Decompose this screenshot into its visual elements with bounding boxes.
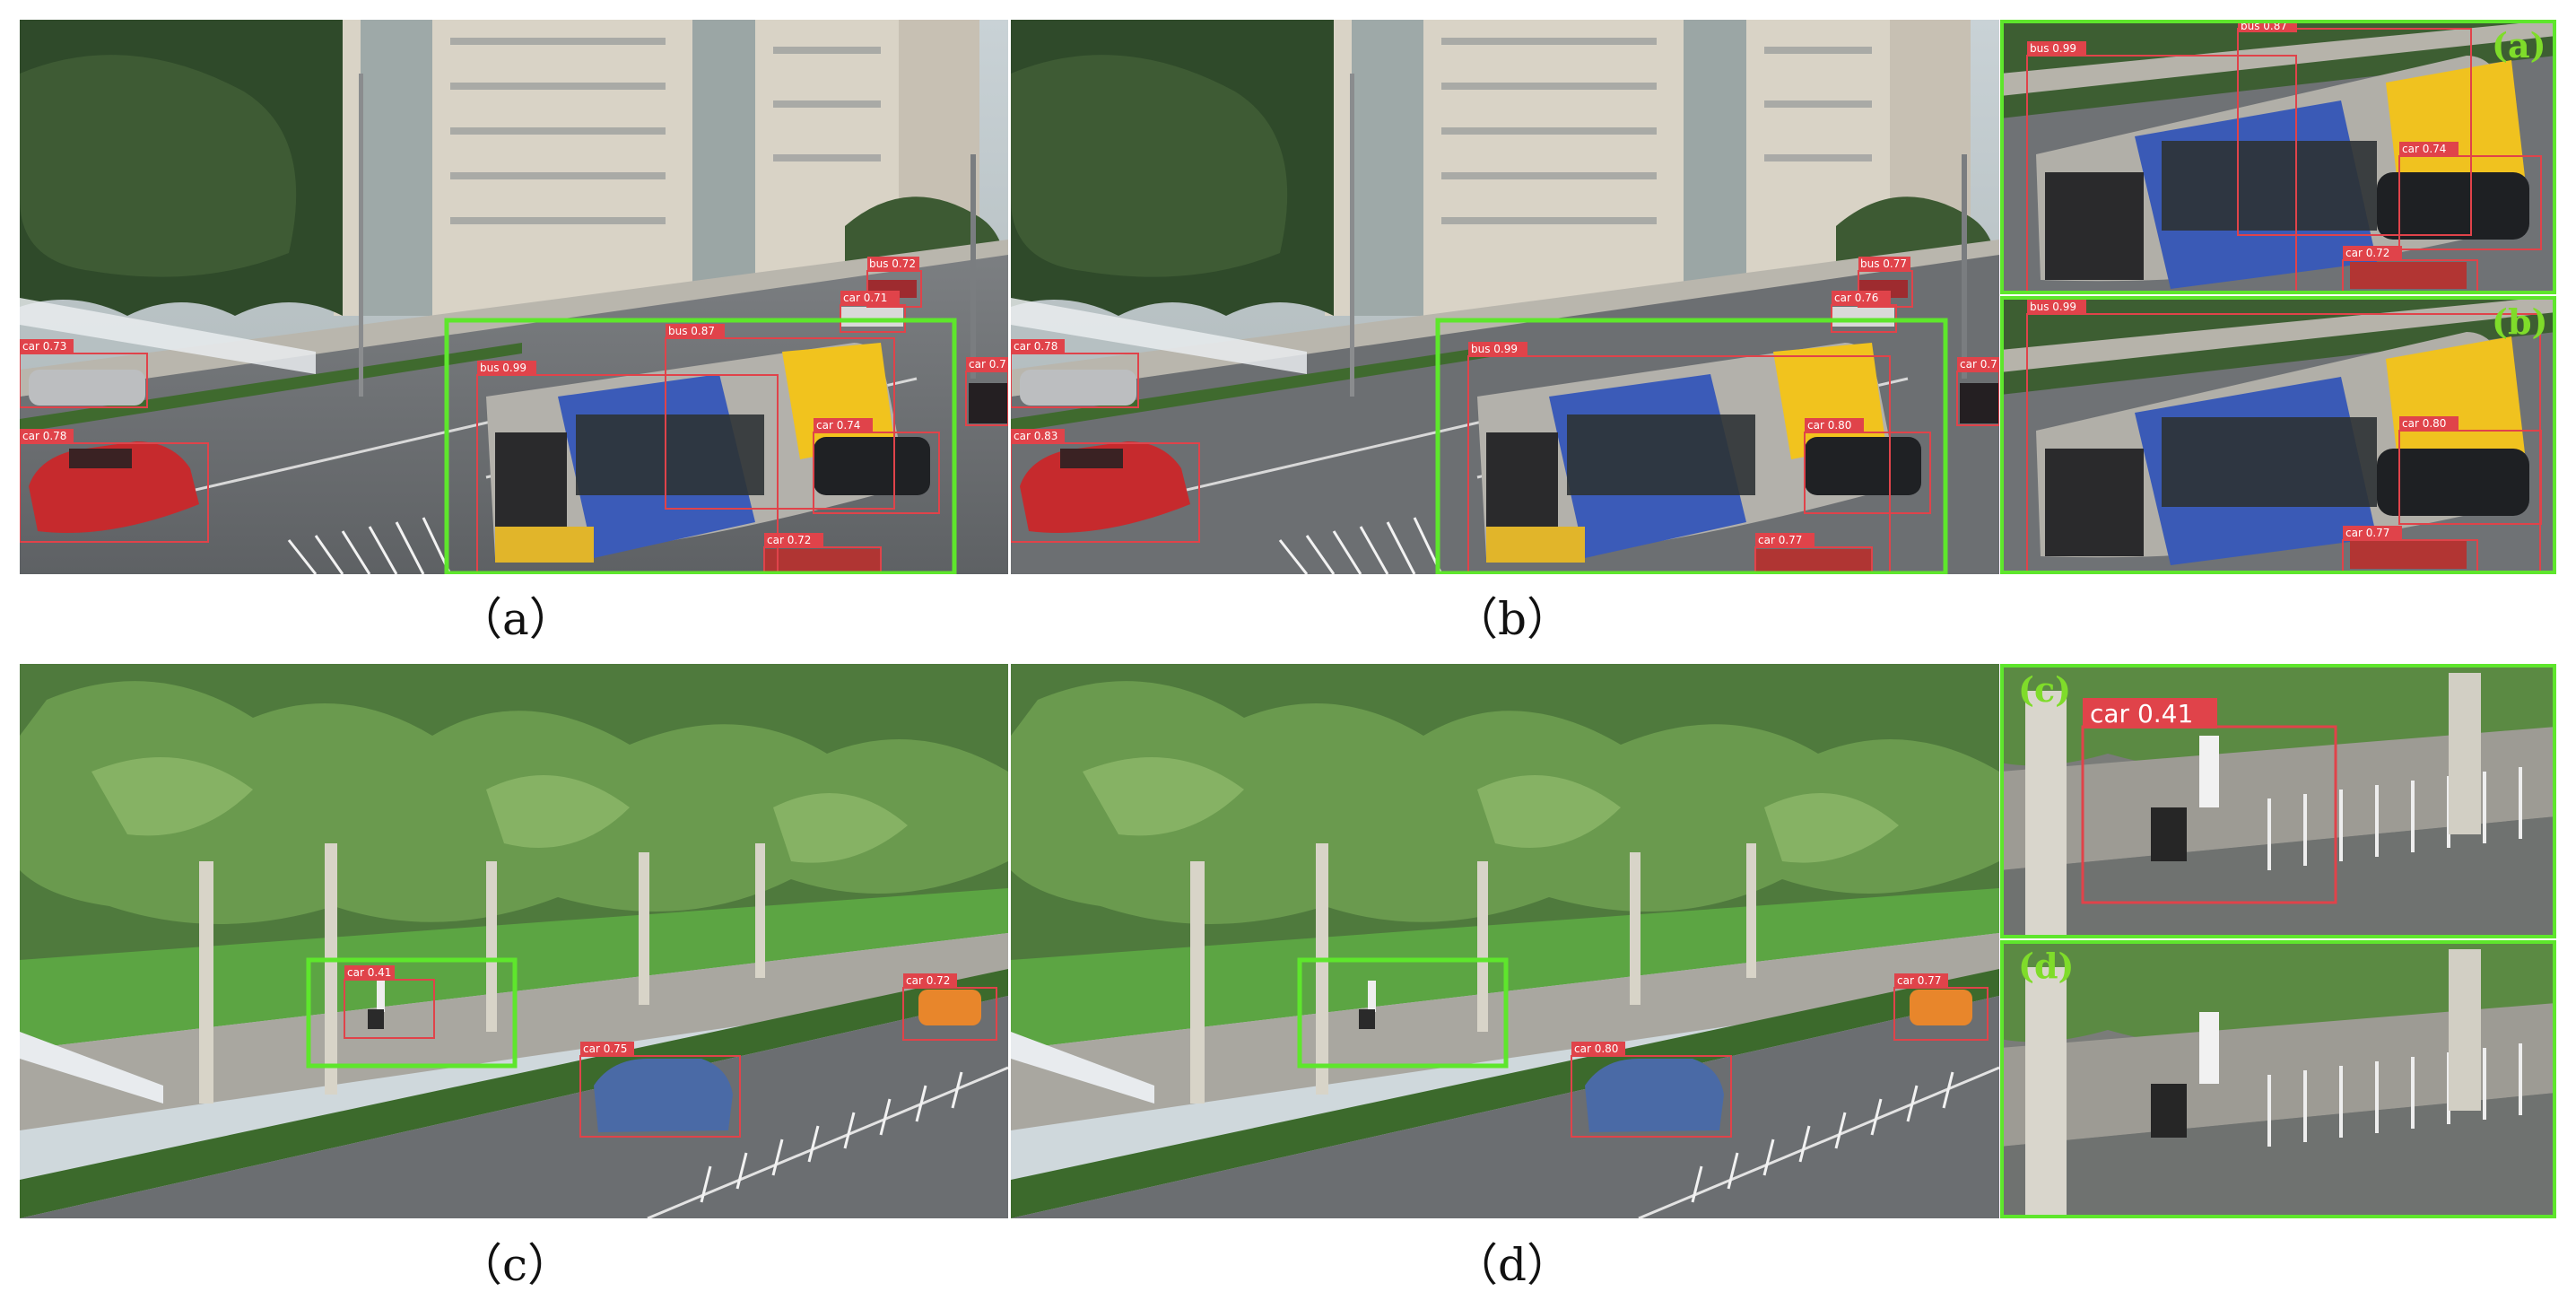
caption-c: （c） <box>457 1239 573 1291</box>
detection-label: car 0.83 <box>1014 430 1057 442</box>
detection-label: bus 0.87 <box>668 325 715 337</box>
detection-label: car 0.41 <box>2090 699 2193 729</box>
detection-label: car 0.7 <box>969 358 1006 371</box>
caption-d: （d） <box>1453 1239 1572 1291</box>
detection-label: car 0.76 <box>1834 292 1878 304</box>
detection-label: car 0.72 <box>767 534 811 546</box>
detection-label: bus 0.99 <box>2030 42 2076 55</box>
zoom-inset-a: bus 0.99 bus 0.87 car 0.74 car 0.72 (a) <box>2000 20 2556 294</box>
detection-label: car 0.7 <box>1960 358 1997 371</box>
detection-label: bus 0.99 <box>480 362 527 374</box>
detection-label: car 0.77 <box>1758 534 1802 546</box>
tree-road-scene-panel-c: car 0.41 car 0.72 car 0.75 <box>20 664 1008 1218</box>
detection-label: car 0.72 <box>2345 247 2389 259</box>
detection-label: car 0.71 <box>843 292 887 304</box>
street-scene-panel-a: bus 0.99 bus 0.87 bus 0.72 car 0.74 car … <box>20 20 1008 574</box>
detection-label: bus 0.99 <box>1471 343 1518 355</box>
detection-label: car 0.75 <box>583 1043 627 1055</box>
detection-label: car 0.78 <box>22 430 66 442</box>
detection-label: car 0.77 <box>2345 527 2389 539</box>
detection-label: car 0.80 <box>1574 1043 1618 1055</box>
street-scene-panel-b: bus 0.99 bus 0.77 car 0.80 car 0.77 car … <box>1011 20 1999 574</box>
detection-label: car 0.77 <box>1897 974 1941 987</box>
detection-label: car 0.80 <box>1807 419 1851 432</box>
detection-label: car 0.41 <box>347 966 391 979</box>
detection-label: car 0.73 <box>22 340 66 353</box>
detection-label: car 0.80 <box>2402 417 2446 430</box>
detection-label: bus 0.77 <box>1860 257 1907 270</box>
zoom-inset-c: car 0.41 (c) <box>2000 664 2556 938</box>
zoom-label-a: (a) <box>2492 25 2546 65</box>
zoom-inset-d: (d) <box>2000 940 2556 1218</box>
detection-label: car 0.74 <box>2402 143 2446 155</box>
detection-label: bus 0.99 <box>2030 301 2076 313</box>
caption-a: （a） <box>457 593 574 645</box>
zoom-inset-b: bus 0.99 car 0.80 car 0.77 (b) <box>2000 296 2556 574</box>
caption-b: （b） <box>1453 593 1572 645</box>
zoom-label-b: (b) <box>2492 301 2548 342</box>
detection-label: car 0.78 <box>1014 340 1057 353</box>
tree-road-scene-panel-d: car 0.77 car 0.80 <box>1011 664 1999 1218</box>
detection-label: car 0.72 <box>906 974 950 987</box>
zoom-label-c: (c) <box>2018 669 2071 710</box>
detection-label: bus 0.72 <box>869 257 916 270</box>
zoom-label-d: (d) <box>2018 946 2075 986</box>
detection-label: car 0.74 <box>816 419 860 432</box>
